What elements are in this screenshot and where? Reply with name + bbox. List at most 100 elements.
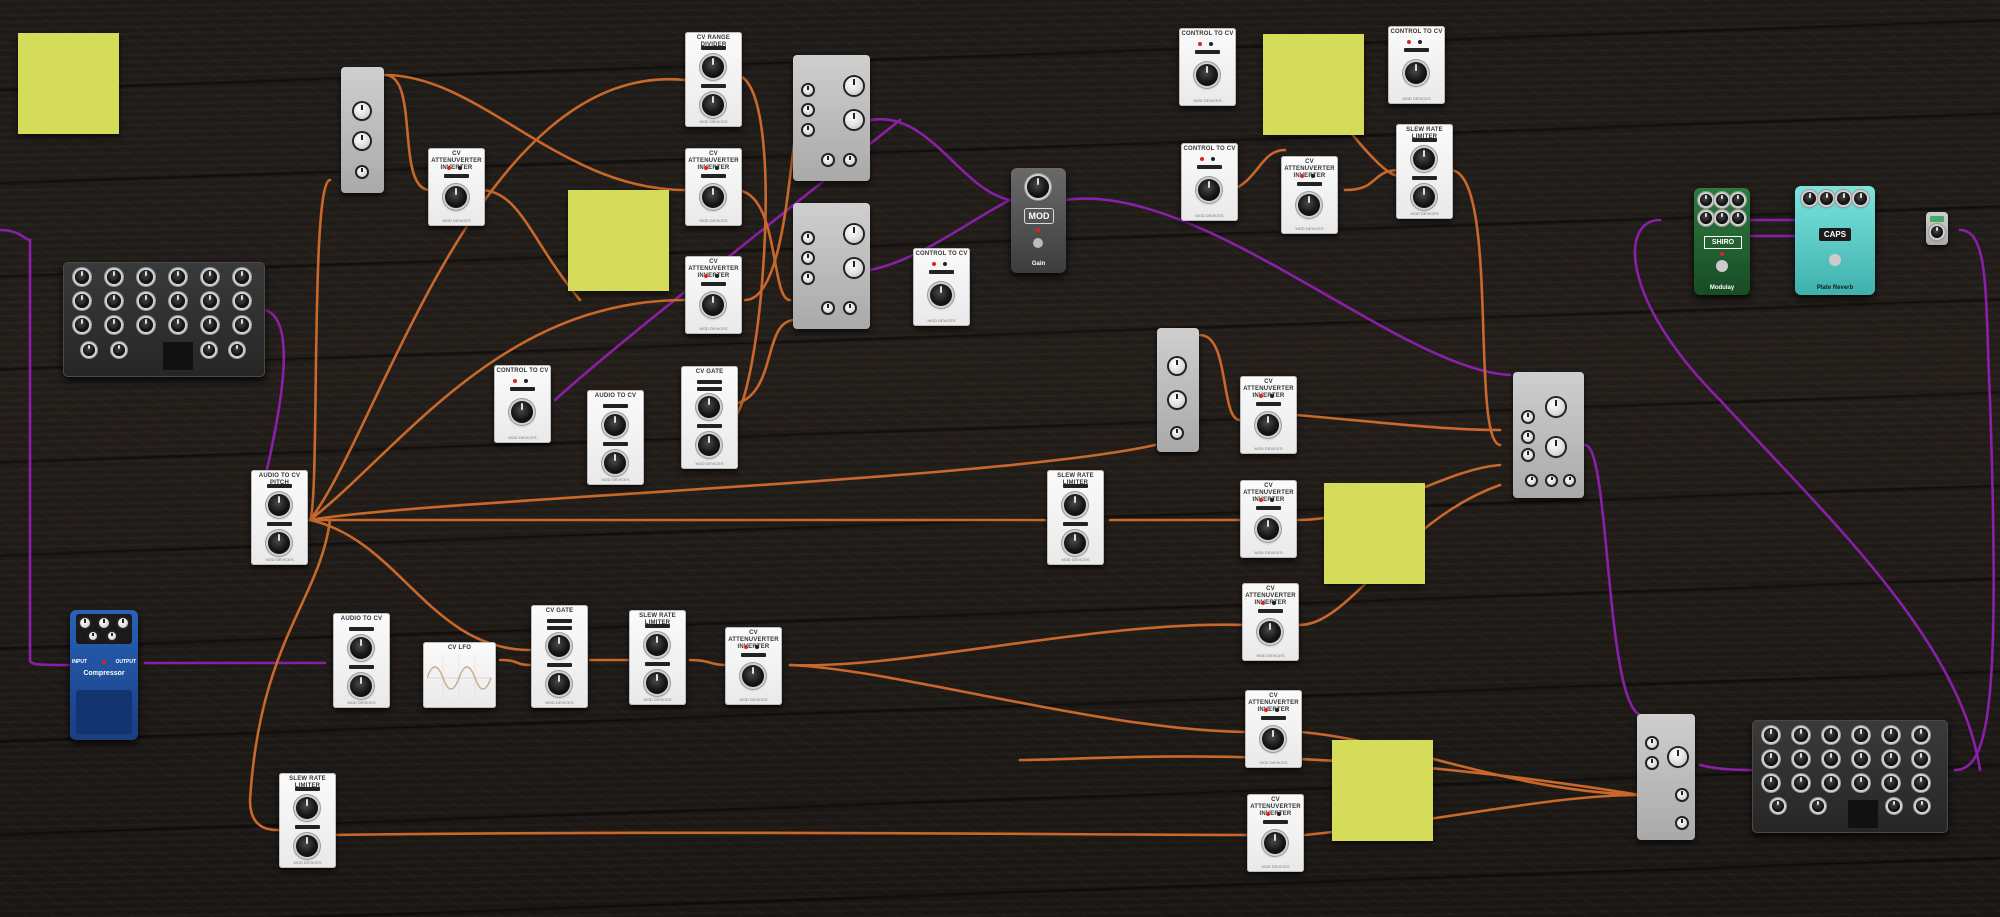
mixer-knob[interactable] xyxy=(1764,776,1778,790)
knob[interactable] xyxy=(1716,194,1728,206)
knob[interactable] xyxy=(845,155,855,165)
mixer-knob[interactable] xyxy=(1854,728,1868,742)
mixer-knob[interactable] xyxy=(1794,776,1808,790)
knob[interactable] xyxy=(803,273,813,283)
mixer-knob[interactable] xyxy=(1772,800,1784,812)
knob[interactable] xyxy=(845,303,855,313)
knob[interactable] xyxy=(1523,432,1533,442)
knob[interactable] xyxy=(702,56,724,78)
control-to-cv-module[interactable]: CONTROL TO CV MOD DEVICES xyxy=(1388,26,1445,104)
knob[interactable] xyxy=(1405,62,1427,84)
knob[interactable] xyxy=(511,401,533,423)
slew-rate-limiter-module[interactable]: SLEW RATE LIMITER MOD DEVICES xyxy=(629,610,686,705)
mixer-knob[interactable] xyxy=(203,318,217,332)
mixer-knob[interactable] xyxy=(1884,776,1898,790)
knob[interactable] xyxy=(268,532,290,554)
mixer-knob[interactable] xyxy=(113,344,125,356)
mixer-knob[interactable] xyxy=(1764,752,1778,766)
mixer-knob[interactable] xyxy=(83,344,95,356)
knob[interactable] xyxy=(1198,179,1220,201)
mixer-knob[interactable] xyxy=(1824,728,1838,742)
mixer-knob[interactable] xyxy=(203,344,215,356)
mixer-knob[interactable] xyxy=(1888,800,1900,812)
mixer-knob[interactable] xyxy=(171,318,185,332)
mixer-knob[interactable] xyxy=(1854,776,1868,790)
mixer-module[interactable] xyxy=(63,262,265,377)
knob[interactable] xyxy=(1413,186,1435,208)
knob[interactable] xyxy=(1064,532,1086,554)
audio-to-cv-pitch-module[interactable]: AUDIO TO CV PITCH MOD DEVICES xyxy=(251,470,308,565)
compressor-pedal[interactable]: INPUT OUTPUT Compressor xyxy=(70,610,138,740)
knob[interactable] xyxy=(1677,818,1687,828)
mixer-knob[interactable] xyxy=(1824,752,1838,766)
knob[interactable] xyxy=(1413,148,1435,170)
knob[interactable] xyxy=(845,111,863,129)
knob[interactable] xyxy=(118,618,128,628)
knob[interactable] xyxy=(1732,212,1744,224)
knob[interactable] xyxy=(1523,450,1533,460)
mixer-knob[interactable] xyxy=(171,294,185,308)
knob[interactable] xyxy=(1716,212,1728,224)
knob[interactable] xyxy=(1700,194,1712,206)
gain-knob[interactable] xyxy=(1027,176,1049,198)
filter-module[interactable] xyxy=(1513,372,1584,498)
knob[interactable] xyxy=(845,259,863,277)
knob[interactable] xyxy=(803,233,813,243)
cv-attenuverter-module[interactable]: CV ATTENUVERTER INVERTER MOD DEVICES xyxy=(428,148,485,226)
filter-module[interactable] xyxy=(1637,714,1695,840)
cv-attenuverter-module[interactable]: CV ATTENUVERTER INVERTER MOD DEVICES xyxy=(1242,583,1299,661)
control-to-cv-module[interactable]: CONTROL TO CV MOD DEVICES xyxy=(494,365,551,443)
knob[interactable] xyxy=(604,452,626,474)
knob[interactable] xyxy=(548,635,570,657)
slew-rate-limiter-module[interactable]: SLEW RATE LIMITER MOD DEVICES xyxy=(1047,470,1104,565)
mixer-knob[interactable] xyxy=(203,270,217,284)
knob[interactable] xyxy=(742,665,764,687)
mixer-knob[interactable] xyxy=(203,294,217,308)
footswitch[interactable] xyxy=(1716,260,1728,272)
knob[interactable] xyxy=(702,94,724,116)
knob[interactable] xyxy=(1169,358,1185,374)
knob[interactable] xyxy=(1196,64,1218,86)
mixer-knob[interactable] xyxy=(75,318,89,332)
sticky-note[interactable] xyxy=(1332,740,1433,841)
mixer-knob[interactable] xyxy=(1824,776,1838,790)
mixer-knob[interactable] xyxy=(1812,800,1824,812)
knob[interactable] xyxy=(1172,428,1182,438)
filter-module[interactable] xyxy=(793,203,870,329)
knob[interactable] xyxy=(823,303,833,313)
mixer-knob[interactable] xyxy=(1914,776,1928,790)
knob[interactable] xyxy=(1298,194,1320,216)
control-to-cv-module[interactable]: CONTROL TO CV MOD DEVICES xyxy=(1181,143,1238,221)
knob[interactable] xyxy=(268,494,290,516)
knob[interactable] xyxy=(354,103,370,119)
mixer-knob[interactable] xyxy=(171,270,185,284)
mixer-knob[interactable] xyxy=(235,294,249,308)
knob[interactable] xyxy=(1547,398,1565,416)
knob[interactable] xyxy=(350,637,372,659)
knob[interactable] xyxy=(1064,494,1086,516)
cv-attenuverter-module[interactable]: CV ATTENUVERTER INVERTER MOD DEVICES xyxy=(1247,794,1304,872)
knob[interactable] xyxy=(350,675,372,697)
knob[interactable] xyxy=(803,253,813,263)
knob[interactable] xyxy=(1547,438,1565,456)
knob[interactable] xyxy=(1169,392,1185,408)
knob[interactable] xyxy=(803,105,813,115)
knob[interactable] xyxy=(702,186,724,208)
caps-plate-reverb-pedal[interactable]: CAPS Plate Reverb xyxy=(1795,186,1875,295)
cv-attenuverter-module[interactable]: CV ATTENUVERTER INVERTER MOD DEVICES xyxy=(1245,690,1302,768)
mixer-knob[interactable] xyxy=(1794,728,1808,742)
mixer-knob[interactable] xyxy=(1914,728,1928,742)
mixer-knob[interactable] xyxy=(107,294,121,308)
mixer-knob[interactable] xyxy=(231,344,243,356)
mixer-knob[interactable] xyxy=(139,318,153,332)
mod-gain-pedal[interactable]: MOD Gain xyxy=(1011,168,1066,273)
knob[interactable] xyxy=(1837,192,1850,205)
knob[interactable] xyxy=(698,434,720,456)
cv-attenuverter-module[interactable]: CV ATTENUVERTER INVERTER MOD DEVICES xyxy=(1240,480,1297,558)
footswitch[interactable] xyxy=(1033,238,1043,248)
shiro-modulay-pedal[interactable]: SHIRO Modulay xyxy=(1694,188,1750,295)
small-utility-module[interactable] xyxy=(1926,212,1948,245)
mixer-knob[interactable] xyxy=(1764,728,1778,742)
cv-attenuverter-module[interactable]: CV ATTENUVERTER INVERTER MOD DEVICES xyxy=(685,148,742,226)
